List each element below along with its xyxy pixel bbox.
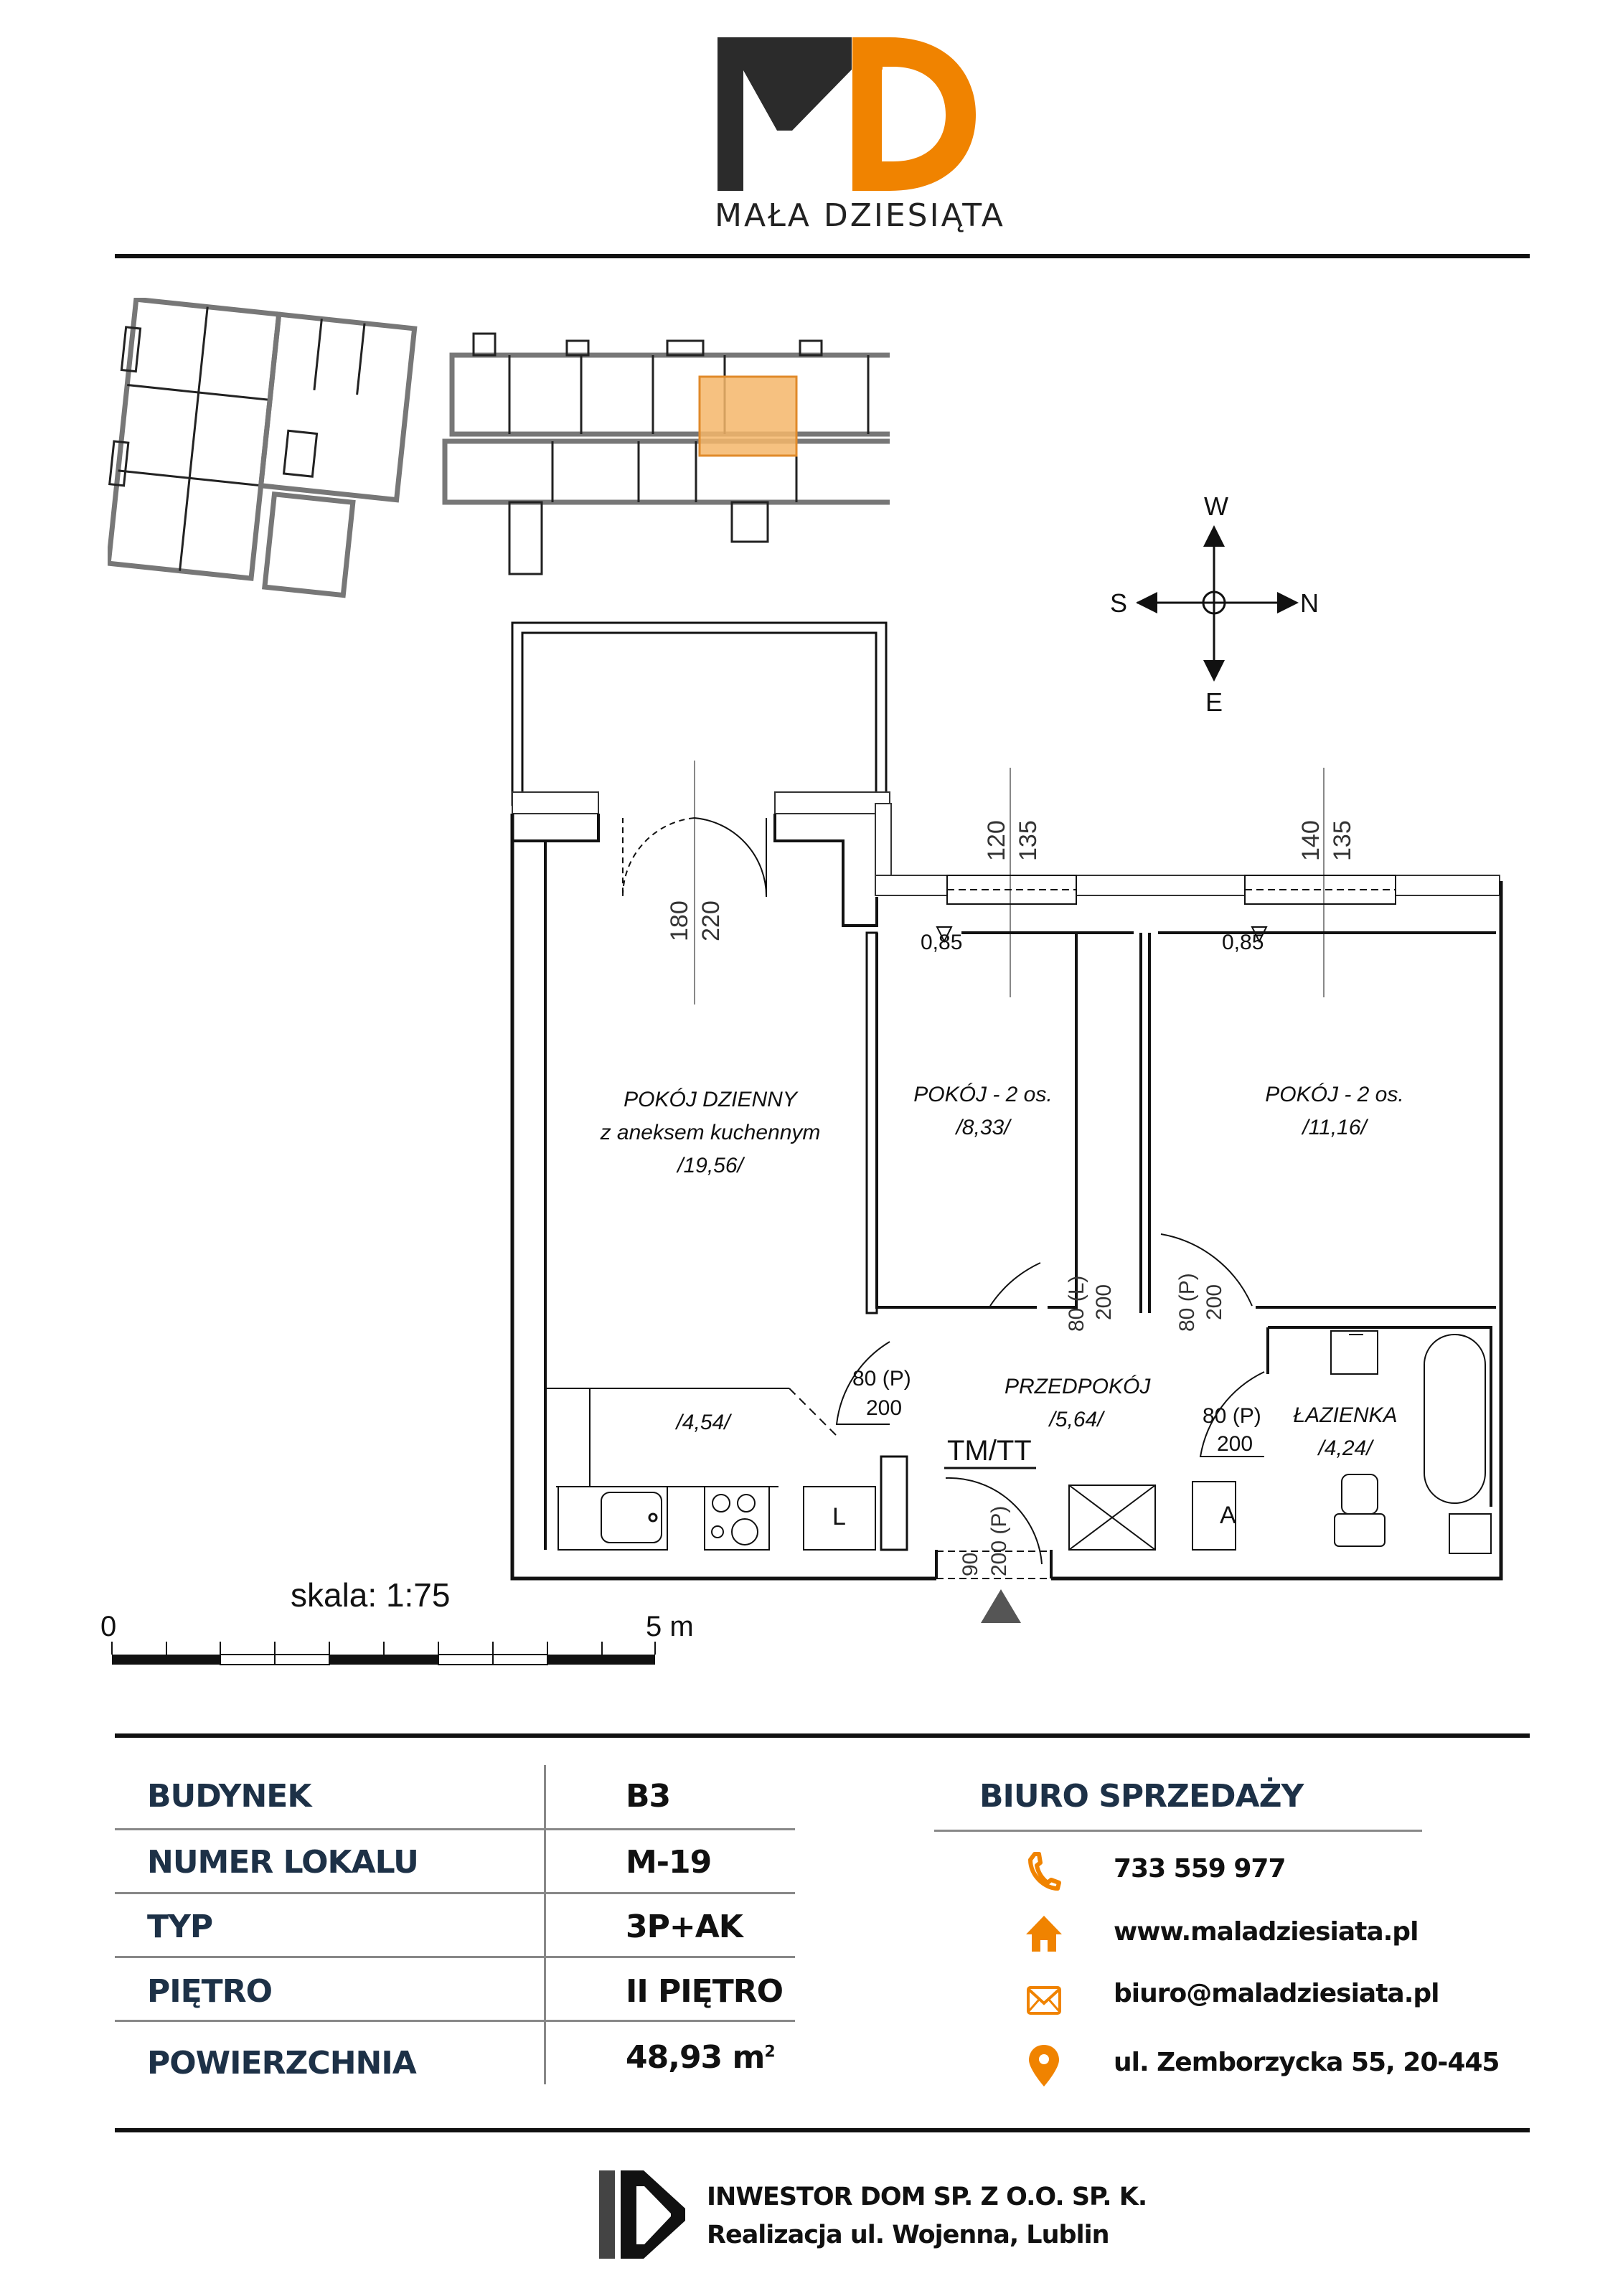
area-unit-superscript: 2 — [764, 2043, 775, 2061]
room-name: PRZEDPOKÓJ — [1005, 1375, 1151, 1398]
table-divider — [115, 1892, 795, 1894]
compass-label-w: W — [1204, 491, 1228, 521]
balcony-door-width: 180 — [666, 900, 693, 941]
door-bedroom-2-height: 200 — [1203, 1284, 1226, 1320]
entrance-door-height: 200 (P) — [987, 1505, 1011, 1576]
compass-label-e: E — [1205, 687, 1223, 717]
developer-logo — [599, 2170, 689, 2260]
door-bedroom-2-width: 80 (P) — [1175, 1273, 1199, 1332]
door-living-width: 80 (P) — [852, 1367, 911, 1391]
divider-top — [115, 254, 1530, 258]
window-2-sill: 0,85 — [1222, 931, 1264, 954]
divider-middle — [115, 1733, 1530, 1738]
email-link[interactable]: biuro@maladziesiata.pl — [1114, 1979, 1439, 2008]
brand-logo — [718, 36, 983, 194]
compass-rose: W E S N — [1105, 488, 1335, 718]
brand-name: MAŁA DZIESIĄTA — [715, 197, 1005, 234]
room-bedroom-2: POKÓJ - 2 os. /11,16/ — [1220, 1078, 1449, 1144]
detail-value: 3P+AK — [626, 1909, 743, 1945]
detail-label: TYP — [147, 1909, 213, 1945]
fridge-label: L — [832, 1503, 846, 1530]
room-area: /11,16/ — [1302, 1116, 1367, 1139]
table-divider — [115, 1828, 795, 1830]
room-name: POKÓJ - 2 os. — [913, 1083, 1053, 1106]
detail-label: NUMER LOKALU — [147, 1844, 419, 1881]
room-area: /4,54/ — [676, 1411, 730, 1434]
detail-label: PIĘTRO — [147, 1973, 273, 2010]
compass-label-s: S — [1110, 588, 1128, 618]
table-divider — [115, 2020, 795, 2022]
door-bathroom-width: 80 (P) — [1203, 1404, 1261, 1428]
meter-label: TM/TT — [947, 1435, 1032, 1467]
scale-start: 0 — [100, 1611, 117, 1642]
divider-bottom — [115, 2128, 1530, 2132]
website-link[interactable]: www.maladziesiata.pl — [1114, 1917, 1419, 1947]
detail-label: POWIERZCHNIA — [147, 2045, 417, 2081]
window-2-width: 140 — [1297, 820, 1325, 861]
room-bedroom-1: POKÓJ - 2 os. /8,33/ — [890, 1078, 1076, 1144]
room-bathroom: ŁAZIENKA /4,24/ — [1270, 1399, 1421, 1465]
detail-label: BUDYNEK — [147, 1778, 311, 1815]
door-bathroom-height: 200 — [1217, 1432, 1253, 1456]
room-hall: PRZEDPOKÓJ /5,64/ — [1005, 1370, 1151, 1436]
sales-office-title: BIURO SPRZEDAŻY — [979, 1778, 1304, 1815]
room-name: ŁAZIENKA — [1293, 1403, 1398, 1427]
room-subtitle: z aneksem kuchennym — [600, 1121, 821, 1144]
scale-end: 5 m — [646, 1611, 694, 1642]
window-2-height: 135 — [1329, 820, 1356, 861]
detail-value: II PIĘTRO — [626, 1973, 784, 2010]
scale-label: skala: 1:75 — [291, 1576, 451, 1614]
detail-value: 48,93 m2 — [626, 2039, 776, 2076]
compass-icon — [1136, 525, 1299, 682]
scale-bar — [111, 1642, 657, 1667]
room-name: POKÓJ DZIENNY — [624, 1088, 797, 1111]
room-kitchen-area: /4,54/ — [646, 1406, 761, 1439]
compass-label-n: N — [1300, 588, 1319, 618]
project-location: Realizacja ul. Wojenna, Lublin — [707, 2221, 1109, 2249]
address-text: ul. Zemborzycka 55, 20-445 — [1114, 2048, 1500, 2077]
balcony-door-height: 220 — [697, 900, 725, 941]
home-icon — [1026, 1916, 1062, 1952]
phone-link[interactable]: 733 559 977 — [1114, 1854, 1286, 1883]
detail-value: B3 — [626, 1778, 671, 1815]
location-pin-icon — [1029, 2045, 1059, 2086]
room-area: /8,33/ — [956, 1116, 1010, 1139]
md-logo-mark — [718, 37, 976, 191]
building-key-plan — [105, 296, 979, 599]
table-divider — [115, 1956, 795, 1958]
detail-value: M-19 — [626, 1844, 712, 1881]
developer-name: INWESTOR DOM SP. Z O.O. SP. K. — [707, 2183, 1147, 2211]
sales-office-divider — [934, 1830, 1422, 1832]
window-1-sill: 0,85 — [921, 931, 963, 954]
washer-label: A — [1220, 1502, 1236, 1529]
door-living-height: 200 — [866, 1396, 903, 1420]
window-1-width: 120 — [983, 820, 1010, 861]
entrance-arrow-icon — [981, 1589, 1021, 1623]
room-name: POKÓJ - 2 os. — [1265, 1083, 1404, 1106]
phone-icon — [1028, 1852, 1061, 1891]
window-1-height: 135 — [1015, 820, 1042, 861]
door-bedroom-1-width: 80 (L) — [1065, 1275, 1088, 1332]
room-area: /5,64/ — [1049, 1408, 1104, 1431]
mail-icon — [1027, 1986, 1061, 2015]
door-bedroom-1-height: 200 — [1092, 1284, 1116, 1320]
area-value: 48,93 m — [626, 2039, 765, 2076]
room-area: /4,24/ — [1318, 1436, 1373, 1460]
room-area: /19,56/ — [677, 1154, 743, 1177]
table-column-divider — [544, 1765, 546, 2084]
room-living: POKÓJ DZIENNY z aneksem kuchennym /19,56… — [552, 1083, 868, 1182]
entrance-door-width: 90 — [959, 1552, 982, 1576]
id-logo-mark — [599, 2170, 685, 2259]
